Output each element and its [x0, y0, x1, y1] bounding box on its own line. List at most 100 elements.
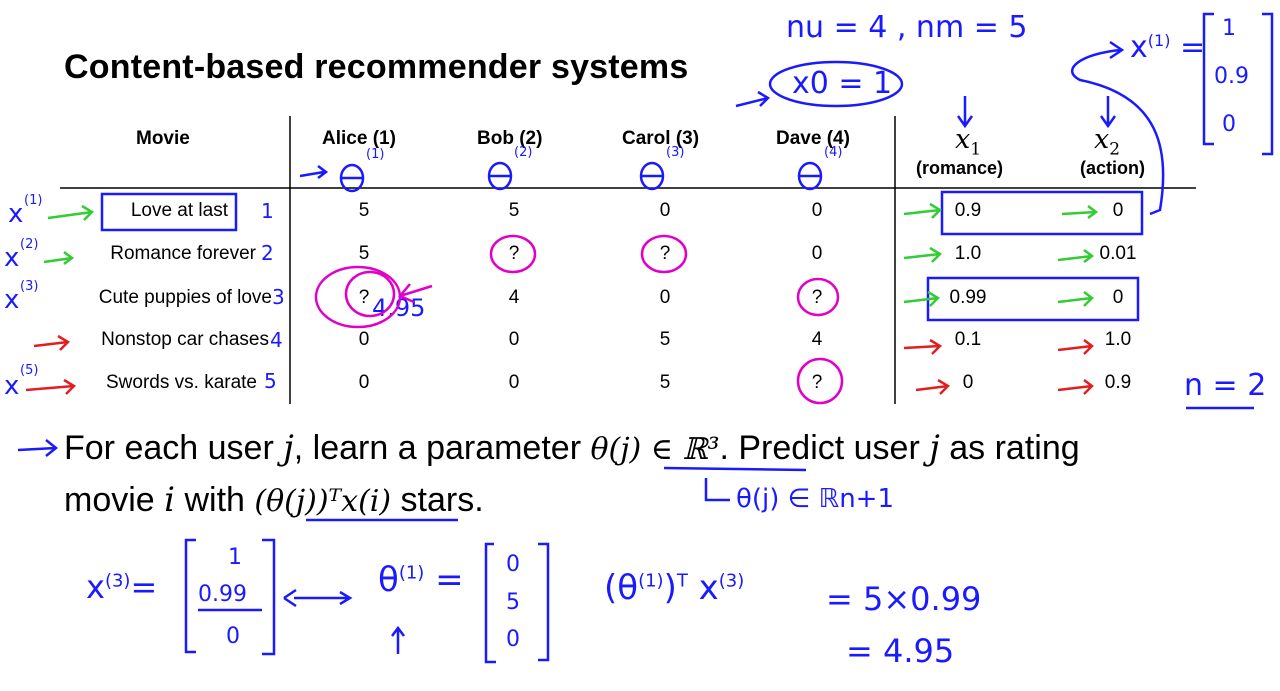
- red-arrow-row5-x1: [915, 378, 951, 395]
- x0-arrow: [735, 90, 771, 108]
- rating-r4-alice: 0: [358, 329, 370, 350]
- annotation-product-line1: = 5×0.99: [826, 580, 982, 618]
- x1-vector-1: 0.9: [1214, 64, 1249, 89]
- rating-r3-alice: ?: [358, 287, 370, 308]
- x1-down-arrow: [956, 96, 974, 129]
- bullet-line-1: For each user j, learn a parameter θ(j) …: [64, 428, 1080, 468]
- x2-down-arrow: [1099, 96, 1117, 129]
- rating-r3-bob: 4: [508, 287, 520, 308]
- theta1-vector-0: 0: [506, 552, 520, 577]
- green-arrow-row1-x2: [1061, 205, 1099, 219]
- green-arrow-row3-x2: [1057, 291, 1094, 307]
- svg-text:(3): (3): [20, 279, 38, 294]
- feature-x2-label: (action): [1080, 158, 1145, 178]
- unknown-r3-alice-inner: [344, 270, 396, 318]
- movie-name-2: Romance forever: [110, 243, 256, 264]
- rating-r3-carol: 0: [659, 287, 671, 308]
- movie-name-4: Nonstop car chases: [101, 329, 269, 350]
- x1-curve-arrow: [1071, 40, 1165, 216]
- green-arrow-row3-x1: [903, 290, 941, 307]
- feature-x1-label: (romance): [916, 158, 1004, 178]
- user-header-bob: Bob (2): [477, 128, 543, 149]
- rating-r4-carol: 5: [659, 329, 671, 350]
- unknown-r2-carol: [640, 234, 688, 274]
- feature-x2-symbol: x2: [1094, 124, 1121, 160]
- unknown-r2-bob: [489, 234, 537, 274]
- feature-x1-r3: 0.99: [949, 287, 987, 308]
- feature-x1-r2: 1.0: [954, 243, 982, 264]
- user-header-dave: Dave (4): [776, 128, 850, 149]
- theta-user-labels: [299, 161, 823, 193]
- green-arrows: [43, 202, 1099, 307]
- x3-vector-1: 0.99: [198, 582, 247, 607]
- theta1-bracket-left: [484, 542, 496, 664]
- predicted-arrow: [397, 283, 433, 304]
- rating-r1-dave: 0: [811, 200, 823, 221]
- row-index-5: 5: [264, 369, 277, 393]
- green-arrow-row2-x2: [1057, 249, 1095, 263]
- rating-r2-dave: 0: [811, 243, 823, 264]
- feature-x1-r5: 0: [962, 372, 974, 393]
- bottom-brackets: [184, 538, 550, 664]
- feature-x1-r1: 0.9: [954, 200, 982, 221]
- unknown-r5-dave: [796, 357, 844, 405]
- rating-r5-dave: ?: [811, 372, 823, 393]
- theta-carol-sup: (3): [666, 145, 684, 160]
- feature-x2-r1: 0: [1112, 200, 1124, 221]
- theta-user-superscripts: (1) (2) (3) (4): [366, 145, 842, 162]
- feature-x2-r4: 1.0: [1104, 329, 1132, 350]
- movie-name-5: Swords vs. karate: [106, 372, 257, 393]
- annotation-x0: x0 = 1: [792, 66, 893, 101]
- row-x5-label: x: [4, 371, 19, 401]
- user-header-carol: Carol (3): [622, 128, 700, 149]
- x1-vector-bracket-left: [1202, 12, 1214, 146]
- row-x2-label: x: [4, 243, 19, 273]
- x3-bracket-right: [262, 538, 276, 656]
- red-arrow-row4-x1: [903, 338, 943, 355]
- row-x3-label: x: [4, 285, 19, 315]
- svg-text:(1): (1): [24, 193, 42, 208]
- feature-x2-r5: 0.9: [1104, 372, 1132, 393]
- user-header-alice: Alice (1): [322, 128, 396, 149]
- annotation-x3-label: x(3)=: [86, 568, 158, 606]
- svg-text:(5): (5): [20, 363, 38, 378]
- green-arrow-row2: [43, 251, 75, 265]
- feature-x1-symbol: x1: [955, 124, 982, 160]
- rating-r4-bob: 0: [508, 329, 520, 350]
- x0-circle: [768, 60, 904, 108]
- annotation-n: n = 2: [1184, 368, 1267, 403]
- annotation-theta1-label: θ(1) =: [378, 560, 464, 600]
- rating-r2-alice: 5: [358, 243, 370, 264]
- rating-r1-carol: 0: [659, 200, 671, 221]
- rating-r5-bob: 0: [508, 372, 520, 393]
- x3-bracket-left: [184, 538, 196, 654]
- bullet-arrow: [17, 439, 59, 457]
- svg-text:(2): (2): [20, 237, 38, 252]
- equiv-arrow: [283, 588, 353, 608]
- theta-in-r3: θ(j) ∈ ℝ³: [590, 432, 720, 467]
- rating-r4-dave: 4: [811, 329, 823, 350]
- love-at-last-box: [100, 192, 238, 232]
- row-x1-label: x: [8, 199, 23, 229]
- row-index-3: 3: [272, 285, 285, 309]
- rating-r1-alice: 5: [358, 200, 370, 221]
- theta-bob-sup: (2): [514, 145, 532, 160]
- theta1-bracket-right: [538, 542, 550, 662]
- x3-vector-0: 1: [228, 545, 242, 570]
- red-arrow-row4: [33, 334, 71, 351]
- row-index-4: 4: [270, 328, 283, 352]
- x1-vector-bracket-right: [1262, 12, 1274, 156]
- red-arrow-row5-x2: [1057, 379, 1094, 395]
- annotation-product-line2: = 4.95: [846, 632, 955, 670]
- annotation-theta-dim: θ(j) ∈ ℝn+1: [736, 484, 894, 514]
- row1-feature-box: [940, 190, 1144, 236]
- table-rules: [60, 116, 1196, 404]
- theta1-vector-1: 5: [506, 590, 520, 615]
- row3-feature-box: [926, 276, 1140, 322]
- movie-name-3: Cute puppies of love: [98, 287, 272, 308]
- red-arrow-row5: [25, 378, 77, 395]
- bullet-line-2: movie i with (θ(j))ᵀx(i) stars.: [64, 480, 484, 520]
- x3-vector-2: 0: [226, 624, 240, 649]
- movie-name-1: Love at last: [130, 200, 228, 221]
